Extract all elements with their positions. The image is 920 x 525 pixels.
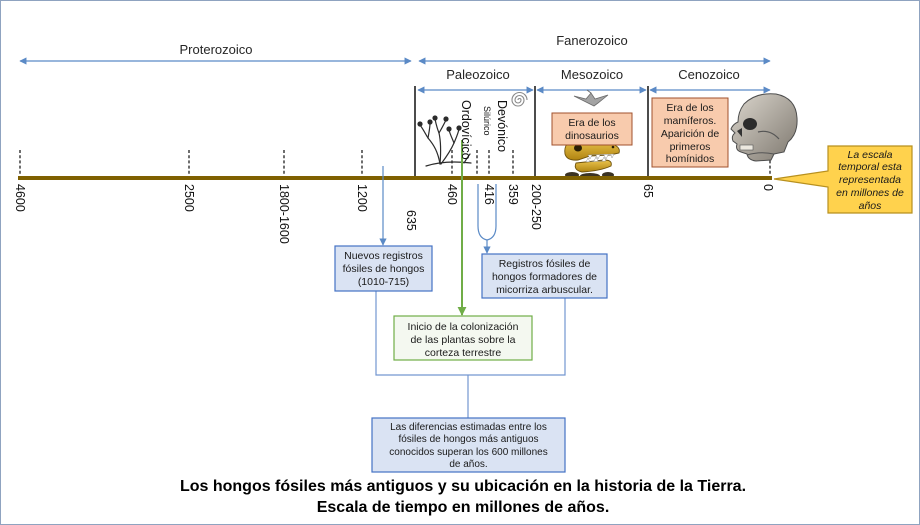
estimated-difference-line: Las diferencias estimadas entre los [390,422,547,433]
estimated-difference-line: de años. [449,459,487,470]
new-fungal-records-line: (1010-715) [358,276,409,288]
tick-label-359: 359 [506,184,520,205]
eon-row: Proterozoico Fanerozoico [19,33,771,65]
dashed-ticks [19,150,771,176]
mammal-era-line: homínidos [666,153,714,165]
plant-colonization-line: corteza terrestre [425,347,502,359]
dinosaur-era-line: Era de los [568,117,615,129]
scale-note-line: años [859,200,883,212]
tick-label-460: 460 [445,184,459,205]
connector-records-bracket [375,291,566,376]
mammal-era-line: Era de los [666,102,713,114]
scale-note-callout: La escala temporal esta representada en … [773,145,913,214]
ordovician-label: Ordovícico [459,100,473,160]
tick-label-2500: 2500 [182,184,196,212]
estimated-difference-line: conocidos superan los 600 millones [389,447,547,458]
dinosaur-era-box: Era de los dinosaurios [551,112,633,146]
human-skull-icon [730,93,798,162]
plant-colonization-line: de las plantas sobre la [410,334,515,346]
period-labels: Ordovícico Silúrico Devónico [459,100,509,160]
mycorrhiza-records-line: micorriza arbuscular. [496,284,593,296]
scale-note-shape [773,145,913,214]
phanerozoic-label: Fanerozoico [556,33,628,48]
cenozoic-label: Cenozoico [678,67,739,82]
mycorrhiza-records-box: Registros fósiles de hongos formadores d… [481,253,608,299]
plant-icon [417,115,472,167]
new-fungal-records-box: Nuevos registros fósiles de hongos (1010… [334,245,433,292]
mammal-era-line: mamíferos. [664,115,717,127]
estimated-difference-box: Las diferencias estimadas entre los fósi… [371,417,566,473]
silurian-label: Silúrico [482,106,492,136]
scale-note-line: representada [839,174,901,186]
proterozoic-label: Proterozoico [180,42,253,57]
caption-subtitle: Escala de tiempo en millones de años. [317,499,610,516]
ammonite-icon [511,92,528,107]
new-fungal-records-line: Nuevos registros [344,250,423,262]
mammal-era-line: Aparición de [661,128,720,140]
mycorrhiza-records-line: hongos formadores de [492,271,597,283]
pterosaur-icon [573,89,609,107]
tick-label-1200: 1200 [355,184,369,212]
plant-colonization-line: Inicio de la colonización [408,321,519,333]
dinosaur-era-line: dinosaurios [565,130,619,142]
tick-label-1800-1600: 1800-1600 [277,184,291,244]
tick-label-416: 416 [482,184,496,205]
tick-label-65: 65 [641,184,655,198]
mesozoic-label: Mesozoico [561,67,623,82]
tick-label-635: 635 [404,210,418,231]
scale-note-line: temporal esta [838,161,902,173]
estimated-difference-line: fósiles de hongos más antiguos [398,434,538,445]
plant-colonization-box: Inicio de la colonización de las plantas… [393,315,533,361]
caption-title: Los hongos fósiles más antiguos y su ubi… [180,478,746,495]
tick-label-0: 0 [761,184,775,191]
scale-note-line: La escala [848,149,893,161]
mammal-era-box: Era de los mamíferos. Aparición de prime… [651,97,729,168]
paleozoic-label: Paleozoico [446,67,510,82]
scale-note-line: en millones de [836,187,904,199]
new-fungal-records-line: fósiles de hongos [343,263,425,275]
mycorrhiza-records-line: Registros fósiles de [499,258,591,270]
era-boundaries [414,86,649,180]
tick-label-4600: 4600 [13,184,27,212]
devonian-label: Devónico [495,100,509,152]
mammal-era-line: primeros [670,141,711,153]
tick-labels: 4600 2500 1800-1600 1200 635 460 416 359… [13,184,775,244]
tick-label-200-250: 200-250 [529,184,543,230]
era-row: Paleozoico Mesozoico Cenozoico [417,67,771,94]
